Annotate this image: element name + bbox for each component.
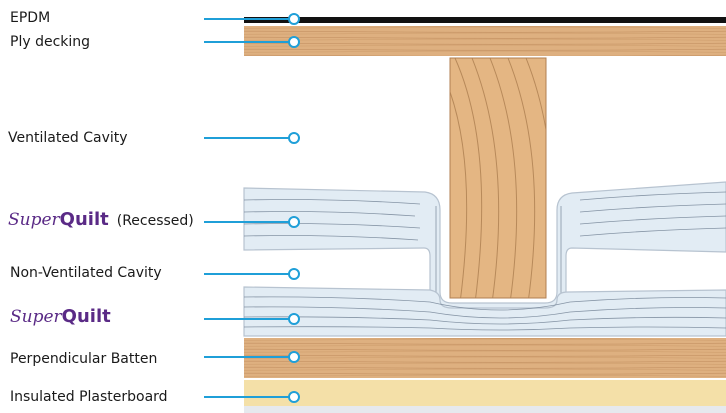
superquilt-logo-quilt: Quilt xyxy=(59,209,109,230)
superquilt-recessed-marker xyxy=(288,216,300,228)
label-ventilated-cavity: Ventilated Cavity xyxy=(8,130,128,146)
epdm-marker xyxy=(288,13,300,25)
epdm-layer xyxy=(244,17,726,23)
superquilt-fibres xyxy=(243,296,726,331)
superquilt-logo-super: Super xyxy=(10,307,62,327)
superquilt-logo-super: Super xyxy=(8,210,60,230)
label-insulated-plasterboard: Insulated Plasterboard xyxy=(10,389,168,405)
superquilt-marker xyxy=(288,313,300,325)
timber-joist xyxy=(449,57,547,299)
non-ventilated-cavity-marker xyxy=(288,268,300,280)
label-non-ventilated-cavity: Non-Ventilated Cavity xyxy=(10,265,162,281)
label-perpendicular-batten: Perpendicular Batten xyxy=(10,351,158,367)
label-superquilt-recessed: SuperQuilt (Recessed) xyxy=(8,211,194,229)
perpendicular-batten-marker xyxy=(288,351,300,363)
recessed-suffix: (Recessed) xyxy=(116,213,194,229)
insulated-plasterboard-layer xyxy=(244,380,726,406)
ply-decking-marker xyxy=(288,36,300,48)
ventilated-cavity-marker xyxy=(288,132,300,144)
label-superquilt: SuperQuilt xyxy=(10,308,111,326)
leader-lines xyxy=(204,13,300,403)
superquilt-logo-quilt: Quilt xyxy=(61,306,111,327)
perpendicular-batten-layer xyxy=(244,338,726,378)
insulated-plasterboard-marker xyxy=(288,391,300,403)
label-ply-decking: Ply decking xyxy=(10,34,91,50)
superquilt-layer xyxy=(243,286,726,337)
plasterboard-backing xyxy=(244,406,726,413)
ply-decking-layer xyxy=(244,26,726,56)
label-epdm: EPDM xyxy=(10,10,51,26)
